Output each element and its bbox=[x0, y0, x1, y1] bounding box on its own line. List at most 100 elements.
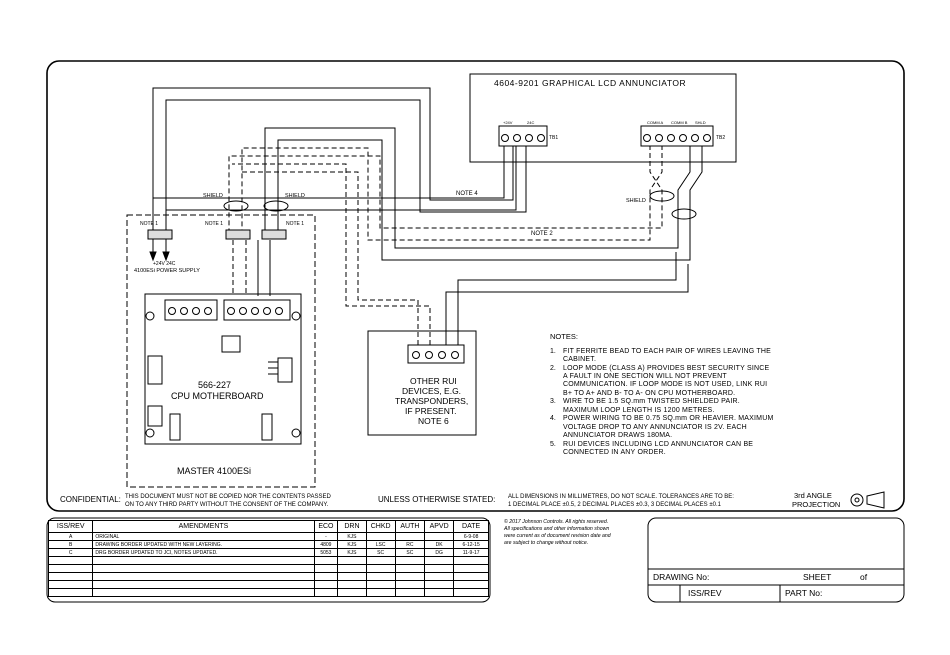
note-line: B+ TO A+ AND B- TO A- ON CPU MOTHERBOARD… bbox=[563, 389, 736, 397]
revision-row bbox=[47, 556, 489, 565]
revision-cell bbox=[453, 572, 489, 581]
shield-label: SHIELD bbox=[285, 193, 305, 199]
revision-cell bbox=[365, 532, 396, 541]
revision-header-cell: CHKD bbox=[365, 520, 396, 533]
revision-cell bbox=[394, 564, 426, 573]
copyright-line: were current as of document revision dat… bbox=[504, 533, 611, 539]
projection-label: PROJECTION bbox=[792, 500, 841, 509]
revision-box bbox=[46, 517, 491, 603]
revision-cell: 6-12-15 bbox=[453, 540, 489, 549]
confidential-line: ON TO ANY THIRD PARTY WITHOUT THE CONSEN… bbox=[125, 502, 329, 508]
revision-cell bbox=[47, 564, 94, 573]
revision-cell bbox=[337, 556, 367, 565]
revision-row bbox=[47, 572, 489, 581]
revision-cell: LSC bbox=[365, 540, 396, 549]
revision-header-cell: AMENDMENTS bbox=[92, 520, 315, 533]
note-line: POWER WIRING TO BE 0.75 SQ.mm OR HEAVIER… bbox=[563, 415, 774, 423]
rui-text: DEVICES, E.G. bbox=[402, 386, 462, 396]
rui-text: NOTE 6 bbox=[418, 416, 449, 426]
revision-cell: KJS bbox=[337, 548, 367, 557]
revision-cell: KJS bbox=[337, 532, 367, 541]
revision-cell bbox=[337, 572, 367, 581]
note-number: 3. bbox=[550, 398, 556, 406]
comm-wire-dashed-1 bbox=[228, 145, 663, 233]
revision-cell bbox=[453, 556, 489, 565]
tb1-screws bbox=[501, 134, 545, 142]
of-label: of bbox=[860, 572, 868, 582]
note4-label: NOTE 4 bbox=[456, 191, 478, 197]
board-name: CPU MOTHERBOARD bbox=[171, 391, 264, 401]
revision-cell bbox=[313, 556, 339, 565]
revision-cell bbox=[394, 556, 426, 565]
revision-cell bbox=[47, 572, 94, 581]
drawing-no-label: DRAWING No: bbox=[653, 572, 710, 582]
revision-cell bbox=[423, 564, 455, 573]
power-wire-1 bbox=[152, 145, 505, 252]
revision-row bbox=[47, 588, 489, 597]
revision-cell bbox=[394, 532, 426, 541]
note-line: CABINET. bbox=[563, 356, 597, 364]
drawing-border bbox=[46, 60, 905, 512]
revision-cell bbox=[423, 556, 455, 565]
revision-cell bbox=[423, 572, 455, 581]
tb2-label: TB2 bbox=[716, 135, 726, 141]
revision-cell: KJS bbox=[337, 540, 367, 549]
revision-cell bbox=[313, 572, 339, 581]
note-line: FIT FERRITE BEAD TO EACH PAIR OF WIRES L… bbox=[563, 348, 771, 355]
note-number: 1. bbox=[550, 348, 556, 355]
revision-cell bbox=[337, 564, 367, 573]
note2-label: NOTE 2 bbox=[531, 231, 553, 237]
note1-label: NOTE 1 bbox=[140, 221, 159, 227]
rui-text: IF PRESENT. bbox=[405, 406, 457, 416]
revision-cell bbox=[92, 588, 315, 597]
revision-cell bbox=[47, 588, 94, 597]
master-label: MASTER 4100ESi bbox=[177, 466, 252, 476]
note-line: CONNECTED IN ANY ORDER. bbox=[563, 448, 666, 456]
note-line: ANNUNCIATOR DRAWS 180MA. bbox=[563, 431, 673, 439]
revision-cell bbox=[453, 580, 489, 589]
revision-cell bbox=[92, 572, 315, 581]
tb1-pin-label: 24C bbox=[527, 120, 535, 125]
revision-cell: DG bbox=[423, 548, 455, 557]
board-number: 566-227 bbox=[198, 380, 232, 390]
revision-cell: ORIGINAL bbox=[92, 532, 315, 541]
shield-label: SHIELD bbox=[626, 198, 646, 204]
revision-row bbox=[47, 564, 489, 573]
revision-header-cell: ECO bbox=[313, 520, 339, 533]
projection-label: 3rd ANGLE bbox=[794, 491, 832, 500]
cpu-motherboard bbox=[144, 293, 302, 445]
revision-cell bbox=[47, 556, 94, 565]
revision-cell bbox=[365, 588, 396, 597]
note-line: RUI DEVICES INCLUDING LCD ANNUNCIATOR CA… bbox=[563, 440, 754, 448]
revision-cell bbox=[423, 532, 455, 541]
copyright-line: © 2017 Johnson Controls. All rights rese… bbox=[504, 519, 609, 525]
tb2-pin-label: SHLD bbox=[695, 120, 706, 125]
rui-terminal bbox=[407, 344, 465, 364]
revision-cell: C bbox=[47, 548, 94, 557]
revision-header-cell: APVD bbox=[423, 520, 455, 533]
revision-cell: DK bbox=[423, 540, 455, 549]
shield-ellipse bbox=[223, 200, 249, 212]
note1-label: NOTE 1 bbox=[286, 221, 305, 227]
tb2-pin-label: COMM B bbox=[671, 120, 688, 125]
comm-wire-solid-1 bbox=[264, 127, 691, 249]
note-line: LOOP MODE (CLASS A) PROVIDES BEST SECURI… bbox=[563, 365, 770, 372]
revision-cell bbox=[47, 580, 94, 589]
revision-cell: 11-9-17 bbox=[453, 548, 489, 557]
tb1-pin-label: +24V bbox=[503, 120, 513, 125]
ferrite-bead bbox=[147, 229, 173, 240]
revision-cell bbox=[313, 580, 339, 589]
revision-cell bbox=[365, 556, 396, 565]
note-line: A FAULT IN ONE SECTION WILL NOT PREVENT bbox=[563, 373, 727, 381]
master-panel-outline bbox=[126, 214, 316, 488]
tb2-pin-label: COMM A bbox=[647, 120, 664, 125]
revision-cell bbox=[92, 564, 315, 573]
revision-cell: 4809 bbox=[313, 540, 339, 549]
revision-cell bbox=[453, 564, 489, 573]
revision-cell: - bbox=[313, 532, 339, 541]
revision-cell: A bbox=[47, 532, 94, 541]
